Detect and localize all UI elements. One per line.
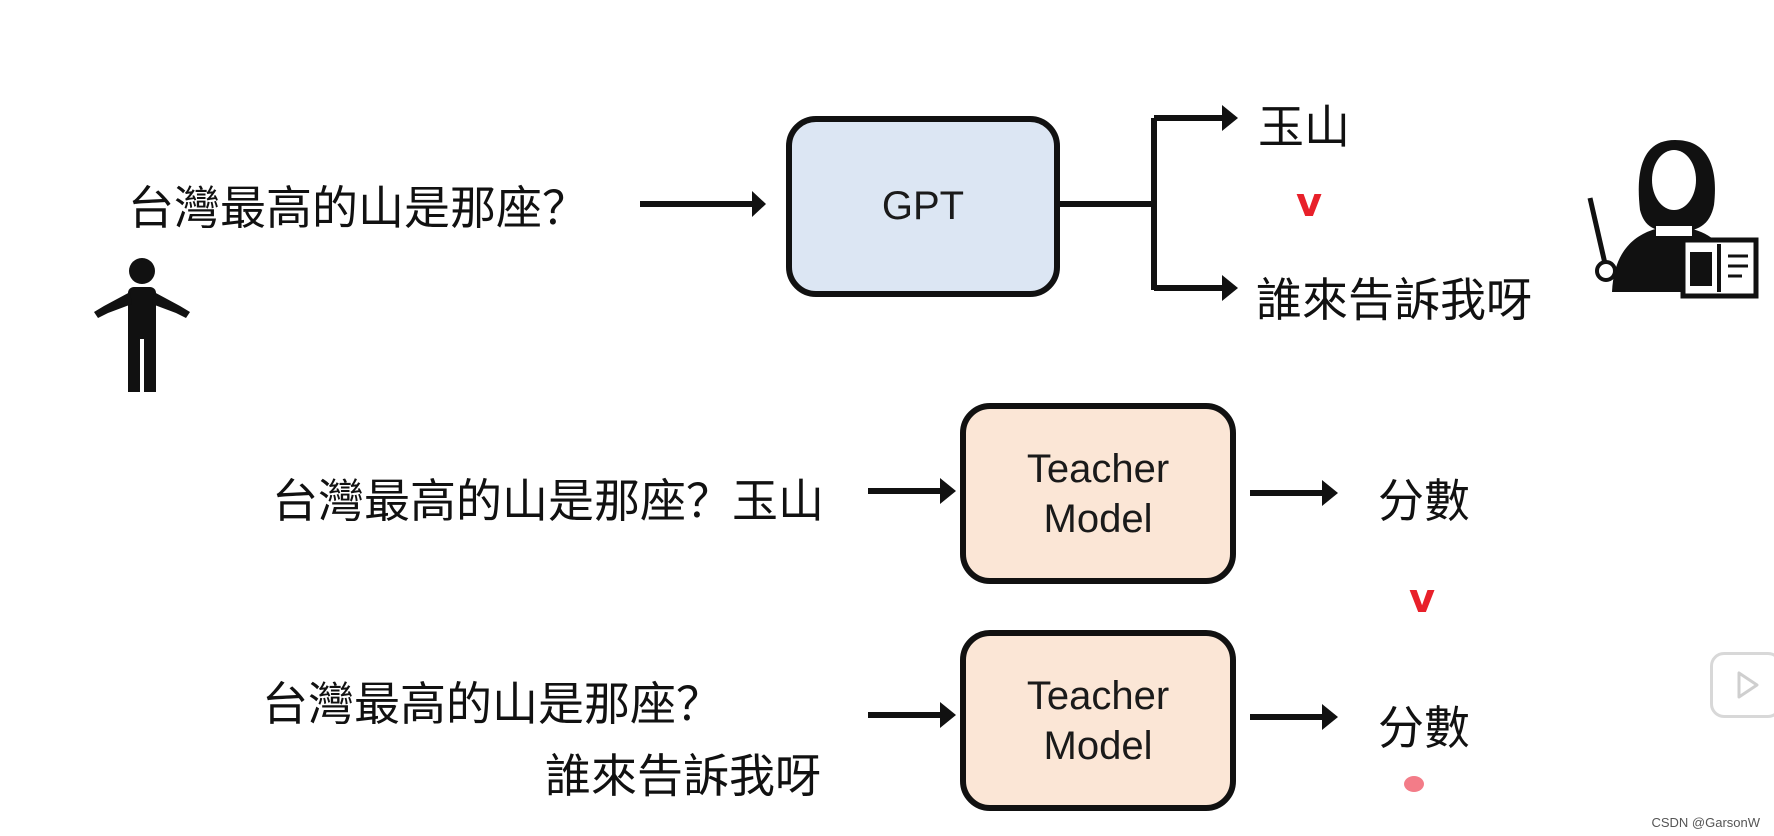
teacher-model-box-2: Teacher Model xyxy=(960,630,1236,811)
comparison-mark-scores: v xyxy=(1409,576,1436,622)
gpt-label: GPT xyxy=(881,184,965,228)
middle-input-text: 台灣最高的山是那座？玉山 xyxy=(272,474,824,528)
person-shrug-icon xyxy=(94,258,190,392)
teacher-icon xyxy=(1587,140,1759,299)
gpt-box: GPT xyxy=(786,116,1060,297)
score-1: 分數 xyxy=(1378,474,1470,528)
bottom-input-line2: 誰來告訴我呀 xyxy=(545,749,821,803)
answer-bad: 誰來告訴我呀 xyxy=(1256,273,1532,327)
question-text: 台灣最高的山是那座？ xyxy=(128,181,588,235)
comparison-mark-top: v xyxy=(1296,180,1323,226)
teacher-label-1: Teacher xyxy=(1026,446,1170,491)
red-mark xyxy=(1404,776,1424,792)
answer-good: 玉山 xyxy=(1258,100,1350,154)
play-button-icon[interactable] xyxy=(1710,652,1774,718)
teacher-label-2: Teacher xyxy=(1026,673,1170,718)
bottom-input-line1: 台灣最高的山是那座？ xyxy=(262,677,722,731)
score-2: 分數 xyxy=(1378,701,1470,755)
teacher-model-box-1: Teacher Model xyxy=(960,403,1236,584)
arrowhead xyxy=(752,191,766,217)
model-label-1: Model xyxy=(1043,496,1153,541)
watermark: CSDN @GarsonW xyxy=(1651,815,1760,830)
model-label-2: Model xyxy=(1043,723,1153,768)
